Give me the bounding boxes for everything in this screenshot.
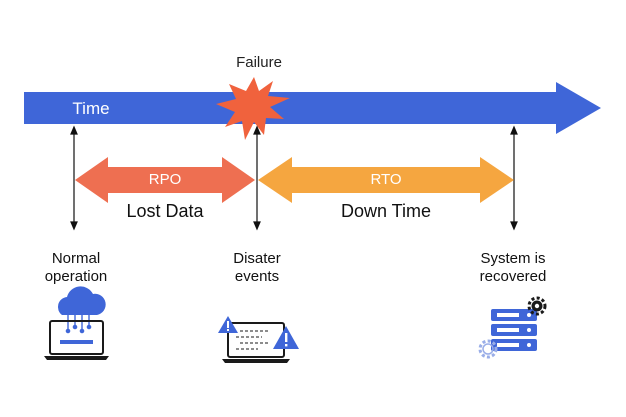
failure-burst-icon — [216, 77, 290, 140]
stage-disaster-events-label: Disater events — [233, 250, 281, 285]
stage-recovered-label: System is recovered — [479, 250, 547, 285]
rto-label: RTO — [370, 171, 402, 188]
time-label: Time — [72, 99, 110, 118]
warning-laptop-icon — [218, 316, 299, 363]
rpo-label: RPO — [148, 171, 182, 188]
stage-normal-operation-label: Normal operation — [44, 250, 108, 285]
cloud-laptop-icon — [44, 286, 109, 360]
rpo-arrow — [75, 157, 255, 203]
lost-data-caption: Lost Data — [126, 201, 204, 221]
gear-icon — [527, 296, 547, 316]
time-arrow — [24, 82, 601, 134]
server-gears-icon — [478, 296, 547, 359]
rto-arrow — [258, 157, 514, 203]
failure-label: Failure — [236, 54, 282, 71]
down-time-caption: Down Time — [340, 201, 432, 221]
gear-icon-small — [478, 339, 498, 359]
timeline-markers — [70, 125, 518, 231]
